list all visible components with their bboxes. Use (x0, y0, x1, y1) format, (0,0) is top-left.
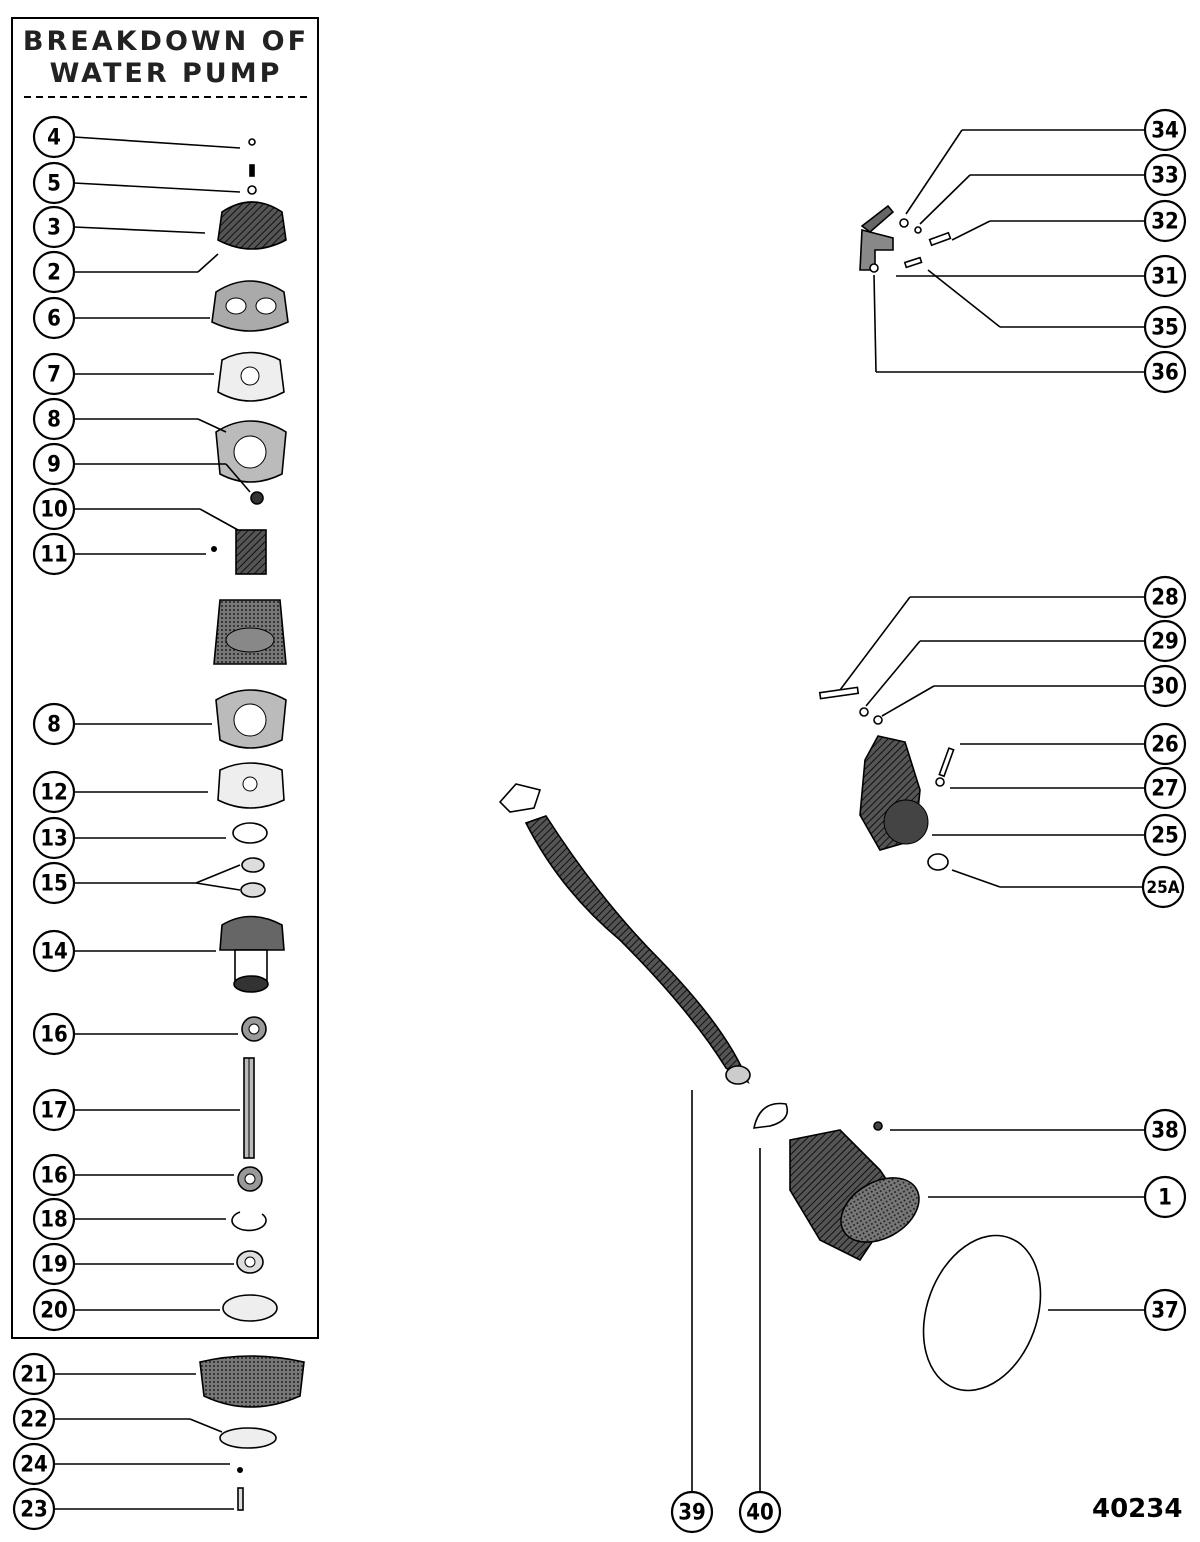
svg-text:23: 23 (20, 1498, 48, 1523)
callout-2: 2 (32, 250, 76, 294)
callout-27: 27 (1143, 766, 1187, 810)
svg-text:36: 36 (1151, 361, 1179, 386)
svg-text:9: 9 (47, 453, 61, 478)
svg-text:6: 6 (47, 307, 61, 332)
part-drawings-right (498, 204, 1042, 1392)
svg-text:14: 14 (40, 940, 68, 965)
callout-11: 11 (32, 532, 76, 576)
svg-text:15: 15 (40, 872, 68, 897)
callout-21: 21 (12, 1352, 56, 1396)
callout-6: 6 (32, 296, 76, 340)
callout-40: 40 (738, 1490, 782, 1534)
callout-37: 37 (1143, 1288, 1187, 1332)
callout-14: 14 (32, 929, 76, 973)
svg-text:17: 17 (40, 1099, 68, 1124)
diagram-title-line1: BREAKDOWN OF (23, 26, 309, 57)
callout-5: 5 (32, 161, 76, 205)
svg-text:20: 20 (40, 1299, 68, 1324)
svg-text:13: 13 (40, 827, 68, 852)
svg-text:25: 25 (1151, 824, 1179, 849)
callout-36: 36 (1143, 350, 1187, 394)
svg-text:3: 3 (47, 216, 61, 241)
svg-text:8: 8 (47, 408, 61, 433)
callout-8-lower: 8 (32, 702, 76, 746)
callout-16-lower: 16 (32, 1153, 76, 1197)
svg-text:30: 30 (1151, 675, 1179, 700)
callout-8-upper: 8 (32, 397, 76, 441)
svg-text:12: 12 (40, 781, 68, 806)
callout-17: 17 (32, 1088, 76, 1132)
figure-number: 40234 (1092, 1494, 1182, 1524)
svg-text:16: 16 (40, 1164, 68, 1189)
callout-25: 25 (1143, 813, 1187, 857)
svg-text:4: 4 (47, 126, 61, 151)
svg-text:5: 5 (47, 172, 61, 197)
svg-text:37: 37 (1151, 1299, 1179, 1324)
callout-4: 4 (32, 115, 76, 159)
svg-text:24: 24 (20, 1453, 48, 1478)
callout-19: 19 (32, 1242, 76, 1286)
callout-3: 3 (32, 205, 76, 249)
callout-15: 15 (32, 861, 76, 905)
callout-33: 33 (1143, 153, 1187, 197)
callout-38: 38 (1143, 1108, 1187, 1152)
part-drawings-left (199, 138, 305, 1511)
callout-23: 23 (12, 1487, 56, 1531)
svg-text:32: 32 (1151, 210, 1179, 235)
svg-text:2: 2 (47, 261, 61, 286)
callout-31: 31 (1143, 254, 1187, 298)
svg-text:33: 33 (1151, 164, 1179, 189)
callout-30: 30 (1143, 664, 1187, 708)
svg-text:18: 18 (40, 1208, 68, 1233)
callout-10: 10 (32, 487, 76, 531)
callout-39: 39 (670, 1490, 714, 1534)
svg-text:31: 31 (1151, 265, 1179, 290)
svg-text:39: 39 (678, 1501, 706, 1526)
svg-text:26: 26 (1151, 733, 1179, 758)
callout-35: 35 (1143, 305, 1187, 349)
callout-29: 29 (1143, 619, 1187, 663)
callout-22: 22 (12, 1397, 56, 1441)
callout-20: 20 (32, 1288, 76, 1332)
callout-9: 9 (32, 442, 76, 486)
svg-text:10: 10 (40, 498, 68, 523)
callout-16-upper: 16 (32, 1012, 76, 1056)
callout-18: 18 (32, 1197, 76, 1241)
svg-text:21: 21 (20, 1363, 48, 1388)
svg-text:8: 8 (47, 713, 61, 738)
callout-7: 7 (32, 352, 76, 396)
callout-1: 1 (1143, 1175, 1187, 1219)
svg-text:40: 40 (746, 1501, 774, 1526)
svg-text:35: 35 (1151, 316, 1179, 341)
callout-12: 12 (32, 770, 76, 814)
svg-text:38: 38 (1151, 1119, 1179, 1144)
leader-lines (54, 129, 1144, 1510)
callout-24: 24 (12, 1442, 56, 1486)
callout-26: 26 (1143, 722, 1187, 766)
svg-text:7: 7 (47, 363, 61, 388)
callout-25a: 25A (1141, 865, 1185, 909)
svg-text:22: 22 (20, 1408, 48, 1433)
callout-13: 13 (32, 816, 76, 860)
svg-text:1: 1 (1158, 1186, 1172, 1211)
callout-28: 28 (1143, 575, 1187, 619)
svg-text:11: 11 (40, 543, 68, 568)
svg-text:27: 27 (1151, 777, 1179, 802)
svg-text:16: 16 (40, 1023, 68, 1048)
breakdown-panel-border (11, 17, 319, 1339)
callout-32: 32 (1143, 199, 1187, 243)
svg-text:25A: 25A (1146, 878, 1179, 898)
svg-text:34: 34 (1151, 119, 1179, 144)
svg-text:19: 19 (40, 1253, 68, 1278)
diagram-title-line2: WATER PUMP (50, 58, 283, 89)
svg-text:28: 28 (1151, 586, 1179, 611)
callout-34: 34 (1143, 108, 1187, 152)
svg-text:29: 29 (1151, 630, 1179, 655)
